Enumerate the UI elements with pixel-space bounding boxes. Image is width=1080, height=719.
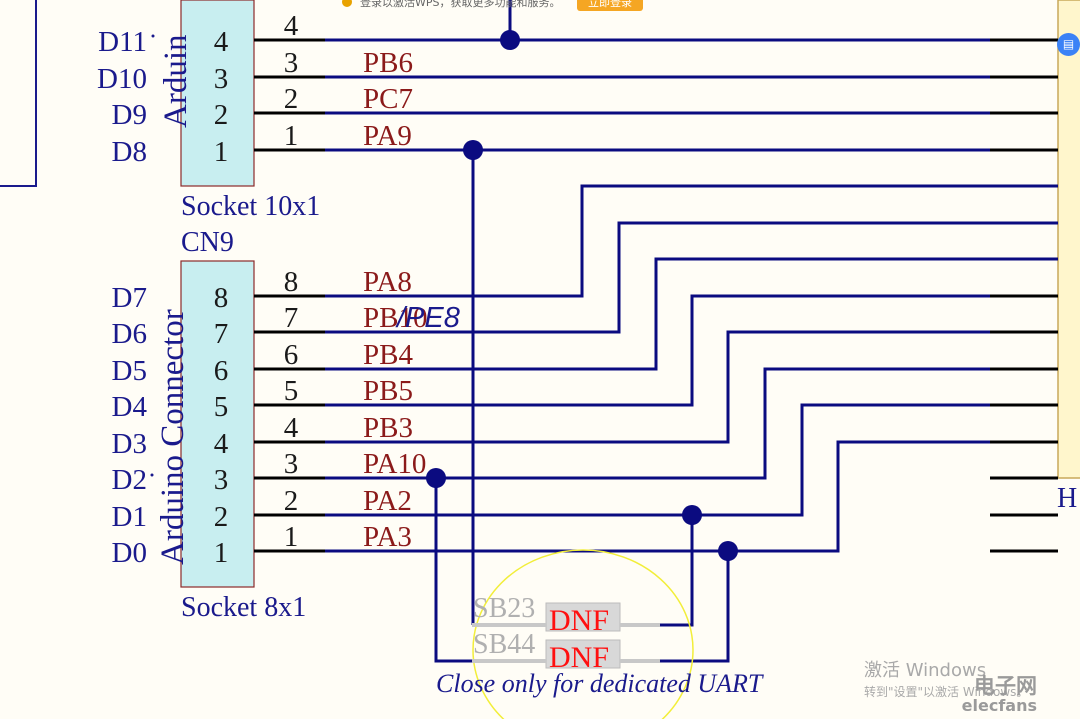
lower-signal-D2: D2 xyxy=(112,464,147,496)
upper-connector-vertical-label: Arduin xyxy=(158,35,194,129)
lower-signal-D1: D1 xyxy=(112,501,147,533)
activate-windows-hint: 转到"设置"以激活 Windows。 xyxy=(864,685,1029,699)
upper-signal-D9: D9 xyxy=(112,99,147,131)
upper-pin-3: 3 xyxy=(214,63,229,95)
right-edge-label: H xyxy=(1057,483,1077,514)
lower-connector-vertical-label: Arduino Connector xyxy=(155,309,191,565)
bridge-highlight-ellipse xyxy=(472,549,694,719)
lower-net-PB10: PB10 xyxy=(363,302,427,334)
lower-signal-D7: D7 xyxy=(112,282,147,314)
lower-outer-pin-6: 6 xyxy=(284,339,299,371)
lower-outer-pin-2: 2 xyxy=(284,485,299,517)
elecfans-en: elecfans xyxy=(961,696,1037,715)
pin-stubs xyxy=(254,38,1058,553)
lower-net-PB5: PB5 xyxy=(363,375,413,407)
lower-pin-6: 6 xyxy=(214,355,229,387)
junction-dot-1 xyxy=(463,140,483,160)
lower-signal-D6: D6 xyxy=(112,318,147,350)
lower-designator-label: CN9 xyxy=(181,227,234,258)
lower-net-PB3: PB3 xyxy=(363,412,413,444)
right-connector-body xyxy=(1057,0,1080,479)
wps-banner-message: 登录以激活WPS，获取更多功能和服务。 xyxy=(360,0,561,9)
lower-signal-D5: D5 xyxy=(112,355,147,387)
sb44-value: DNF xyxy=(549,641,609,674)
junctions xyxy=(426,30,738,561)
pa10-vertical-wire xyxy=(434,478,472,663)
upper-pin-1: 1 xyxy=(214,136,229,168)
d11-dot xyxy=(151,34,155,38)
upper-pin-2: 2 xyxy=(214,99,229,131)
lower-pin-4: 4 xyxy=(214,428,229,460)
lower-wire-5 xyxy=(325,367,1058,480)
pa2-drop-wire xyxy=(660,515,694,627)
upper-net-PA9: PA9 xyxy=(363,120,412,152)
junction-dot-3 xyxy=(682,505,702,525)
sb44-ref: SB44 xyxy=(473,629,535,660)
lower-signal-D0: D0 xyxy=(112,537,147,569)
labels: Arduin Socket 10x1 CN9 Arduino Connector… xyxy=(97,10,1077,698)
lower-pin-1: 1 xyxy=(214,537,229,569)
upper-signal-D10: D10 xyxy=(97,63,147,95)
upper-socket-body xyxy=(180,0,255,187)
lower-wire-2 xyxy=(325,257,1058,371)
lower-net-PA3: PA3 xyxy=(363,521,412,553)
lower-net-PA8: PA8 xyxy=(363,266,412,298)
activate-windows-text: 激活 Windows xyxy=(864,660,987,681)
junction-dot-2 xyxy=(426,468,446,488)
warning-icon xyxy=(342,0,352,7)
lower-outer-pin-4: 4 xyxy=(284,412,299,444)
lower-wire-0 xyxy=(325,184,1058,298)
pa3-drop-wire xyxy=(660,551,730,663)
wps-login-button[interactable]: 立即登录 xyxy=(577,0,643,11)
upper-signal-D8: D8 xyxy=(112,136,147,168)
lower-footprint-label: Socket 8x1 xyxy=(181,592,306,623)
upper-outer-pin-2: 2 xyxy=(284,83,299,115)
lower-signal-D3: D3 xyxy=(112,428,147,460)
lower-net-alt: /PE8 xyxy=(395,302,460,334)
sb23-ref: SB23 xyxy=(473,593,535,624)
elecfans-watermark: 电子网 elecfans xyxy=(928,676,1037,714)
elecfans-cn: 电子网 xyxy=(974,674,1037,698)
junction-dot-4 xyxy=(718,541,738,561)
sb23-value: DNF xyxy=(549,604,609,637)
windows-activation-watermark: 激活 Windows 转到"设置"以激活 Windows。 xyxy=(864,660,1029,699)
lower-signal-D4: D4 xyxy=(112,391,148,423)
lower-outer-pin-1: 1 xyxy=(284,521,299,553)
lower-wire-7 xyxy=(325,440,1058,553)
uart-note: Close only for dedicated UART xyxy=(436,669,764,698)
lower-pin-5: 5 xyxy=(214,391,229,423)
lower-outer-pin-8: 8 xyxy=(284,266,299,298)
lower-net-PA10: PA10 xyxy=(363,448,426,480)
lower-outer-pin-7: 7 xyxy=(284,302,299,334)
lower-outer-pin-5: 5 xyxy=(284,375,299,407)
upper-footprint-label: Socket 10x1 xyxy=(181,191,320,222)
lower-net-PA2: PA2 xyxy=(363,485,412,517)
lower-pin-8: 8 xyxy=(214,282,229,314)
wps-login-banner: 登录以激活WPS，获取更多功能和服务。 立即登录 xyxy=(230,0,790,12)
upper-outer-pin-3: 3 xyxy=(284,47,299,79)
lower-outer-pin-3: 3 xyxy=(284,448,299,480)
upper-signal-D11: D11 xyxy=(98,26,147,58)
upper-net-PC7: PC7 xyxy=(363,83,413,115)
lower-wire-3 xyxy=(325,294,1058,407)
sb23-body xyxy=(545,602,621,632)
lower-wire-6 xyxy=(325,403,1058,517)
lower-wire-4 xyxy=(325,330,1058,444)
lower-pin-7: 7 xyxy=(214,318,229,350)
upper-outer-pin-4: 4 xyxy=(284,10,299,42)
wires xyxy=(325,0,1058,663)
upper-outer-pin-1: 1 xyxy=(284,120,299,152)
junction-dot-0 xyxy=(500,30,520,50)
lower-pin-3: 3 xyxy=(214,464,229,496)
sb44-body xyxy=(545,639,621,669)
lower-net-PB4: PB4 xyxy=(363,339,413,371)
sticky-note-icon[interactable]: ▤ xyxy=(1057,33,1080,56)
upper-pin-4: 4 xyxy=(214,26,229,58)
upper-net-PB6: PB6 xyxy=(363,47,413,79)
upper-left-frame xyxy=(0,0,37,187)
d2-dot xyxy=(150,473,154,477)
lower-pin-2: 2 xyxy=(214,501,229,533)
lower-socket-body xyxy=(180,260,255,588)
